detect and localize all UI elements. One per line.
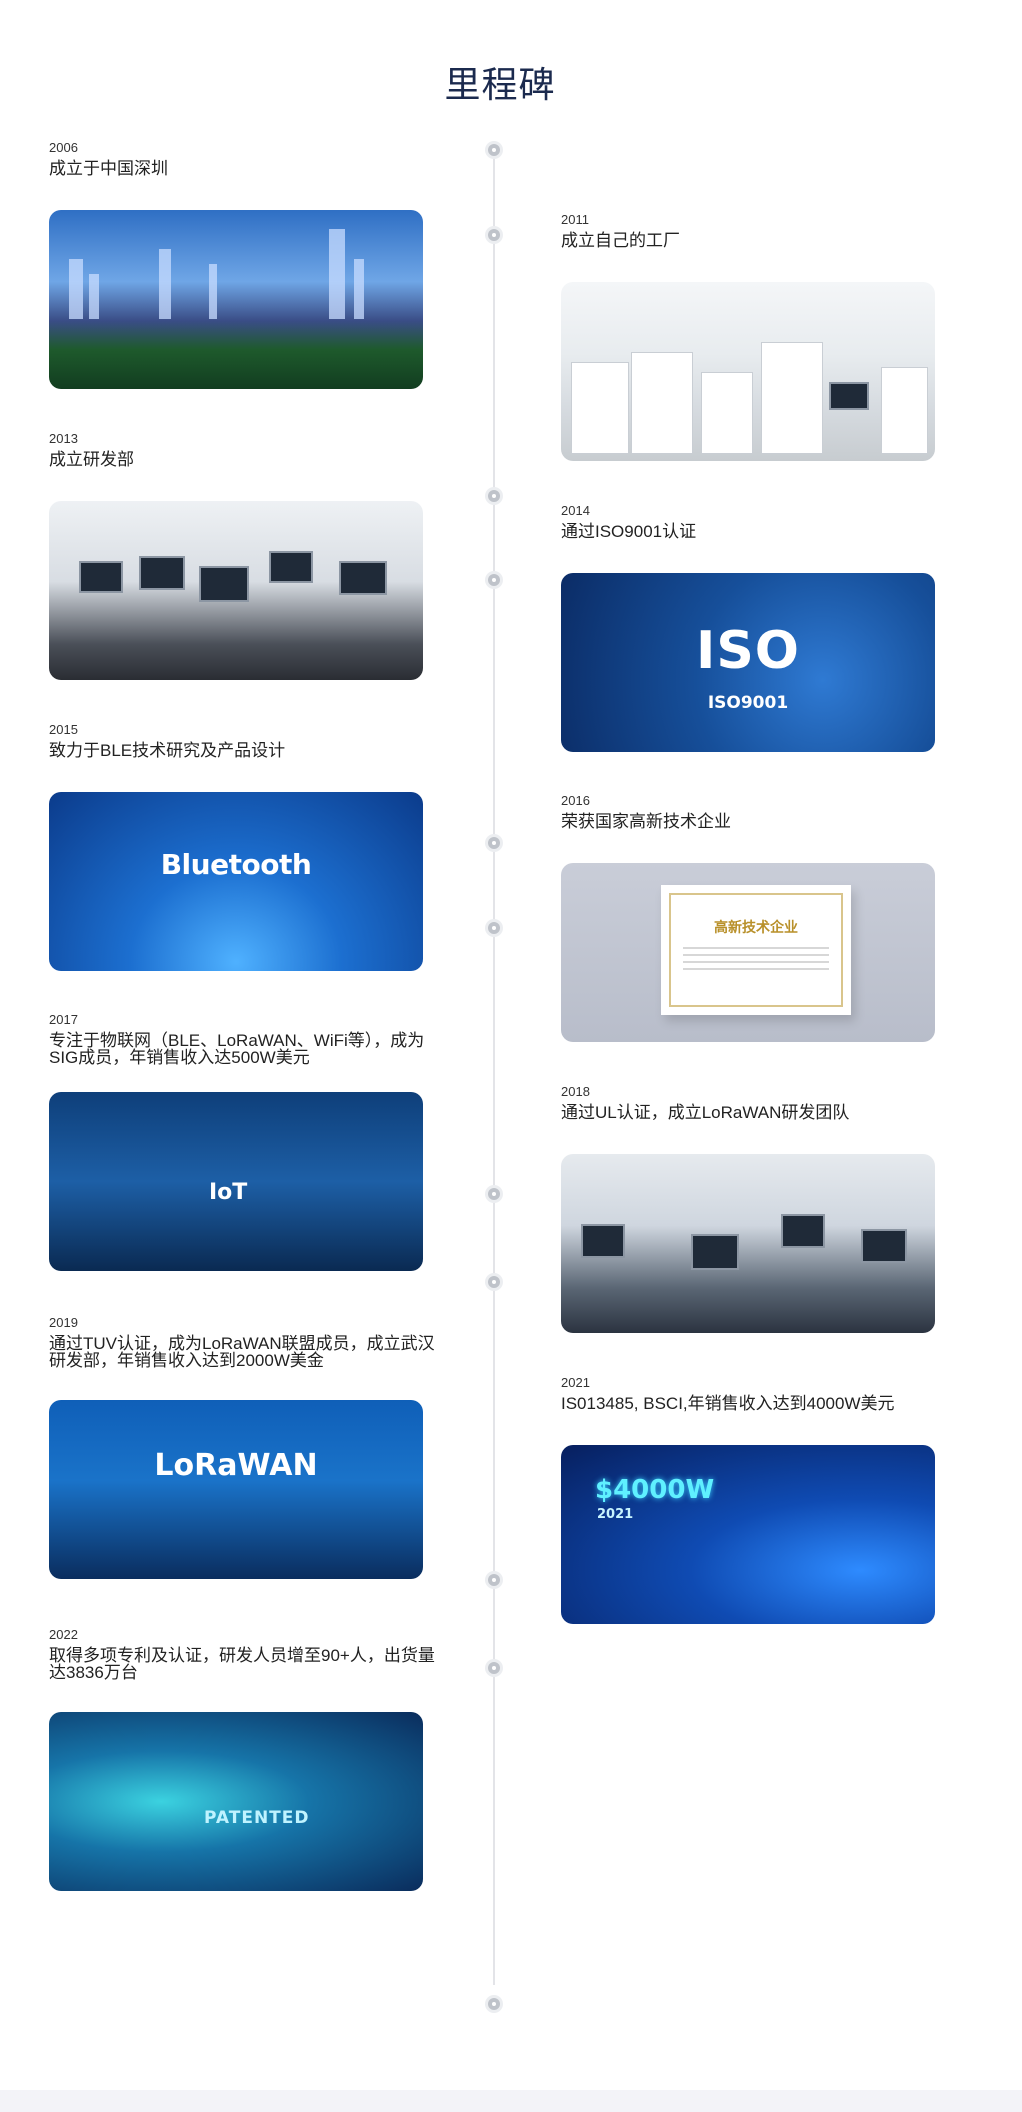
milestone-year: 2015 bbox=[49, 722, 78, 737]
milestone-year: 2014 bbox=[561, 503, 590, 518]
timeline-dot bbox=[488, 1662, 500, 1674]
milestone-2022: 2022 取得多项专利及认证，研发人员增至90+人，出货量达3836万台 bbox=[49, 1627, 449, 1681]
timeline-dot bbox=[488, 837, 500, 849]
shenzhen-city-image bbox=[49, 210, 423, 389]
timeline-dot bbox=[488, 229, 500, 241]
certificate-card: 高新技术企业 bbox=[661, 885, 851, 1015]
revenue-image: $4000W 2021 bbox=[561, 1445, 935, 1624]
milestone-2018: 2018 通过UL认证，成立LoRaWAN研发团队 bbox=[561, 1084, 961, 1121]
milestone-text: 取得多项专利及认证，研发人员增至90+人，出货量达3836万台 bbox=[49, 1646, 435, 1682]
timeline-dot bbox=[488, 1998, 500, 2010]
lorawan-team-image bbox=[561, 1154, 935, 1333]
milestone-2019: 2019 通过TUV认证，成为LoRaWAN联盟成员，成立武汉研发部，年销售收入… bbox=[49, 1315, 449, 1369]
milestone-text: 专注于物联网（BLE、LoRaWAN、WiFi等），成为SIG成员，年销售收入达… bbox=[49, 1031, 425, 1067]
milestone-year: 2016 bbox=[561, 793, 590, 808]
iso-logo-subtext: ISO9001 bbox=[707, 693, 789, 713]
timeline-axis bbox=[493, 150, 495, 1985]
bluetooth-logo-text: Bluetooth bbox=[160, 848, 312, 881]
milestone-text: 成立研发部 bbox=[49, 450, 134, 469]
timeline-dot bbox=[488, 922, 500, 934]
iso-logo-text: ISO bbox=[695, 621, 800, 681]
milestone-year: 2011 bbox=[561, 212, 589, 227]
iot-label: IoT bbox=[209, 1180, 248, 1205]
milestone-2017: 2017 专注于物联网（BLE、LoRaWAN、WiFi等），成为SIG成员，年… bbox=[49, 1012, 449, 1066]
page-title: 里程碑 bbox=[444, 64, 556, 105]
milestone-text: 荣获国家高新技术企业 bbox=[561, 812, 731, 831]
milestone-year: 2017 bbox=[49, 1012, 78, 1027]
timeline-dot bbox=[488, 1574, 500, 1586]
timeline-dot bbox=[488, 574, 500, 586]
milestone-year: 2018 bbox=[561, 1084, 590, 1099]
milestone-text: 成立于中国深圳 bbox=[49, 159, 168, 178]
milestone-year: 2019 bbox=[49, 1315, 78, 1330]
milestone-2013: 2013 成立研发部 bbox=[49, 431, 449, 468]
milestone-2015: 2015 致力于BLE技术研究及产品设计 bbox=[49, 722, 449, 759]
factory-image bbox=[561, 282, 935, 461]
milestone-text: 通过ISO9001认证 bbox=[561, 522, 697, 541]
bluetooth-image: Bluetooth bbox=[49, 792, 423, 971]
footer-band bbox=[0, 2090, 1022, 2112]
lorawan-logo-text: LoRaWAN bbox=[154, 1448, 318, 1483]
milestone-text: IS013485, BSCI,年销售收入达到4000W美元 bbox=[561, 1394, 895, 1413]
certificate-image: 高新技术企业 bbox=[561, 863, 935, 1042]
milestone-2016: 2016 荣获国家高新技术企业 bbox=[561, 793, 961, 830]
milestone-text: 成立自己的工厂 bbox=[561, 231, 680, 250]
milestone-2014: 2014 通过ISO9001认证 bbox=[561, 503, 961, 540]
timeline-dot bbox=[488, 144, 500, 156]
milestone-year: 2022 bbox=[49, 1627, 78, 1642]
milestone-year: 2021 bbox=[561, 1375, 590, 1390]
patent-label: PATENTED bbox=[204, 1808, 310, 1828]
milestone-year: 2006 bbox=[49, 140, 78, 155]
timeline-dot bbox=[488, 490, 500, 502]
timeline-dot bbox=[488, 1276, 500, 1288]
lorawan-image: LoRaWAN bbox=[49, 1400, 423, 1579]
milestone-text: 通过UL认证，成立LoRaWAN研发团队 bbox=[561, 1103, 850, 1122]
milestone-text: 致力于BLE技术研究及产品设计 bbox=[49, 741, 286, 760]
revenue-year-text: 2021 bbox=[597, 1507, 634, 1522]
timeline-dot bbox=[488, 1188, 500, 1200]
iot-image: IoT bbox=[49, 1092, 423, 1271]
milestone-2006: 2006 成立于中国深圳 bbox=[49, 140, 449, 177]
certificate-title: 高新技术企业 bbox=[714, 919, 798, 935]
iso9001-image: ISO ISO9001 bbox=[561, 573, 935, 752]
milestone-text: 通过TUV认证，成为LoRaWAN联盟成员，成立武汉研发部，年销售收入达到200… bbox=[49, 1334, 435, 1370]
milestone-2011: 2011 成立自己的工厂 bbox=[561, 212, 961, 249]
milestone-year: 2013 bbox=[49, 431, 78, 446]
patent-image: PATENTED bbox=[49, 1712, 423, 1891]
milestone-2021: 2021 IS013485, BSCI,年销售收入达到4000W美元 bbox=[561, 1375, 961, 1412]
revenue-amount-text: $4000W bbox=[595, 1475, 715, 1505]
rd-office-image bbox=[49, 501, 423, 680]
